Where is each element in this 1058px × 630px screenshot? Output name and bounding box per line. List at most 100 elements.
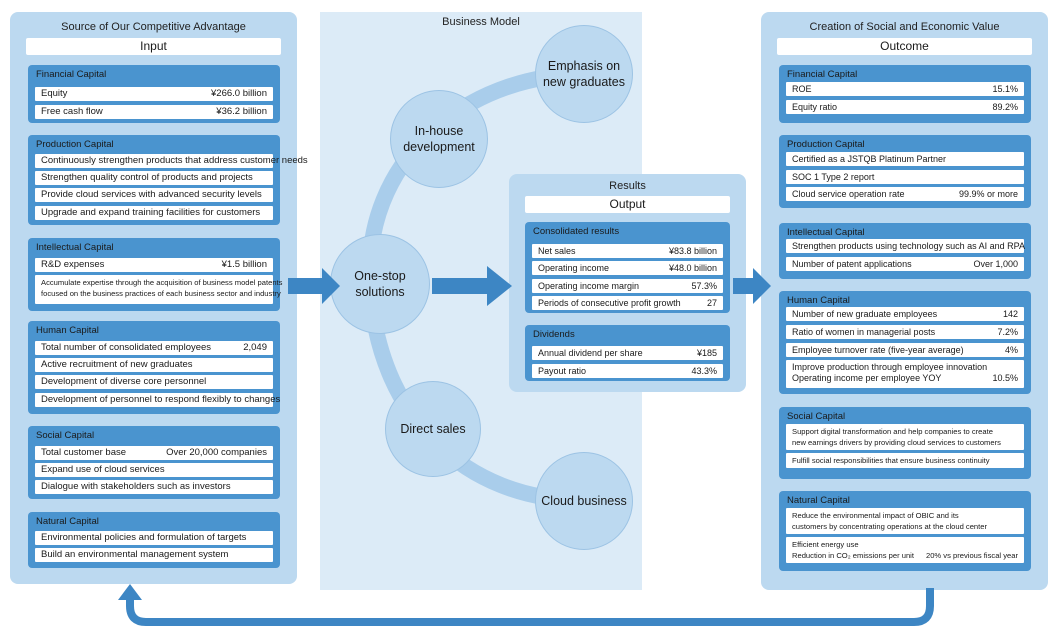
list-item: Expand use of cloud services bbox=[35, 463, 273, 477]
row-value: ¥36.2 billion bbox=[216, 106, 267, 117]
section-title: Social Capital bbox=[36, 430, 95, 441]
circle-one-stop-solutions: One-stop solutions bbox=[330, 234, 430, 334]
list-item: Active recruitment of new graduates bbox=[35, 358, 273, 372]
list-item: Development of personnel to respond flex… bbox=[35, 393, 280, 407]
section-title: Dividends bbox=[533, 329, 575, 340]
row-label: Number of new graduate employees bbox=[792, 309, 938, 319]
row-label: Annual dividend per share bbox=[538, 348, 643, 358]
list-item: Annual dividend per share ¥185 bbox=[532, 346, 723, 360]
row-label: Development of personnel to respond flex… bbox=[41, 394, 281, 405]
row-value: ¥185 bbox=[696, 348, 717, 358]
row-label: Equity bbox=[41, 88, 68, 99]
row-label: Continuously strengthen products that ad… bbox=[41, 155, 308, 166]
outcome-header: Outcome bbox=[777, 38, 1032, 55]
section-title: Financial Capital bbox=[787, 69, 858, 80]
list-item: Net sales ¥83.8 billion bbox=[532, 244, 723, 258]
row-label: ROE bbox=[792, 84, 812, 94]
row-value: ¥48.0 billion bbox=[668, 263, 717, 273]
list-item: Cloud service operation rate 99.9% or mor… bbox=[786, 187, 1024, 201]
list-item: Free cash flow¥36.2 billion bbox=[35, 105, 273, 119]
output-header: Output bbox=[525, 196, 730, 213]
row-label: Development of diverse core personnel bbox=[41, 376, 207, 387]
note-line: focused on the business practices of eac… bbox=[41, 289, 281, 298]
row-label: Equity ratio bbox=[792, 102, 838, 112]
note-line: Reduce the environmental impact of OBIC … bbox=[792, 511, 959, 520]
note-item: Reduce the environmental impact of OBIC … bbox=[786, 508, 1024, 534]
row-value: 99.9% or more bbox=[958, 189, 1018, 199]
note-line: Efficient energy use bbox=[792, 540, 859, 549]
note-line: Fulfill social responsibilities that ens… bbox=[792, 456, 990, 465]
row-label: Operating income per employee YOY bbox=[792, 373, 942, 383]
row-label: Provide cloud services with advanced sec… bbox=[41, 189, 262, 200]
input-header: Input bbox=[26, 38, 281, 55]
note-line: Reduction in CO₂ emissions per unit 20% v… bbox=[792, 550, 1018, 561]
row-value: 15.1% bbox=[992, 84, 1018, 94]
row-label: Number of patent applications bbox=[792, 259, 912, 269]
section-title: Natural Capital bbox=[36, 516, 99, 527]
row-value: 20% vs previous fiscal year bbox=[925, 551, 1018, 560]
list-item: Continuously strengthen products that ad… bbox=[35, 154, 308, 168]
row-value: 27 bbox=[706, 298, 717, 308]
list-item: Build an environmental management system bbox=[35, 548, 273, 562]
list-item: Employee turnover rate (five-year averag… bbox=[786, 343, 1024, 357]
circle-emphasis-new-graduates: Emphasis on new graduates bbox=[535, 25, 633, 123]
list-item: Dialogue with stakeholders such as inves… bbox=[35, 480, 273, 494]
row-label: Environmental policies and formulation o… bbox=[41, 532, 247, 543]
list-item: Development of diverse core personnel bbox=[35, 375, 273, 389]
row-label: Strengthen products using technology suc… bbox=[792, 241, 1025, 251]
row-line: Improve production through employee inno… bbox=[792, 362, 988, 372]
row-line: Operating income per employee YOY 10.5% bbox=[792, 373, 1018, 384]
row-value: 4% bbox=[1004, 345, 1018, 355]
row-value: Over 1,000 bbox=[973, 259, 1018, 269]
list-item: Number of patent applications Over 1,000 bbox=[786, 257, 1024, 271]
row-label: Ratio of women in managerial posts bbox=[792, 327, 936, 337]
circle-cloud-business: Cloud business bbox=[535, 452, 633, 550]
list-item: Certified as a JSTQB Platinum Partner bbox=[786, 152, 1024, 166]
circle-in-house-development: In-house development bbox=[390, 90, 488, 188]
row-value: ¥266.0 billion bbox=[211, 88, 267, 99]
list-item: SOC 1 Type 2 report bbox=[786, 170, 1024, 184]
section-title: Production Capital bbox=[787, 139, 865, 150]
list-item: ROE 15.1% bbox=[786, 82, 1024, 96]
input-column-title: Source of Our Competitive Advantage bbox=[61, 21, 246, 33]
row-label: Periods of consecutive profit growth bbox=[538, 298, 681, 308]
business-model-title: Business Model bbox=[442, 16, 520, 28]
row-label: Expand use of cloud services bbox=[41, 464, 165, 475]
list-item: Improve production through employee inno… bbox=[786, 360, 1024, 388]
section-title: Human Capital bbox=[787, 295, 850, 306]
row-label: Cloud service operation rate bbox=[792, 189, 905, 199]
row-label: Build an environmental management system bbox=[41, 549, 229, 560]
row-label: SOC 1 Type 2 report bbox=[792, 172, 875, 182]
row-value: ¥1.5 billion bbox=[221, 259, 267, 270]
row-value: 7.2% bbox=[997, 327, 1018, 337]
list-item: Operating income¥48.0 billion bbox=[532, 261, 723, 275]
row-label: Active recruitment of new graduates bbox=[41, 359, 193, 370]
row-label: Upgrade and expand training facilities f… bbox=[41, 207, 261, 218]
section-title: Intellectual Capital bbox=[787, 227, 865, 238]
row-label: Reduction in CO₂ emissions per unit bbox=[792, 551, 914, 560]
list-item: Strengthen quality control of products a… bbox=[35, 171, 273, 185]
row-label: Net sales bbox=[538, 246, 576, 256]
row-label: Dialogue with stakeholders such as inves… bbox=[41, 481, 231, 492]
section-title: Human Capital bbox=[36, 325, 99, 336]
note-item: Fulfill social responsibilities that ens… bbox=[786, 453, 1024, 468]
row-value: ¥83.8 billion bbox=[668, 246, 717, 256]
row-value: 10.5% bbox=[992, 373, 1018, 383]
list-item: Provide cloud services with advanced sec… bbox=[35, 188, 273, 202]
circle-direct-sales: Direct sales bbox=[385, 381, 481, 477]
